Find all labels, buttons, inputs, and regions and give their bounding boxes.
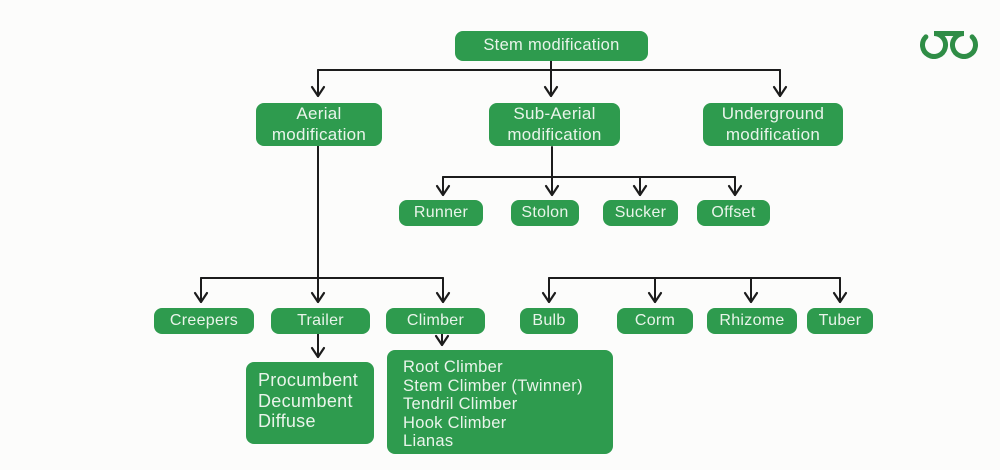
node-rhizome: Rhizome — [707, 308, 797, 334]
geeksforgeeks-logo-icon — [920, 31, 978, 59]
node-sub-aerial-modification: Sub-Aerial modification — [489, 103, 620, 146]
node-creepers: Creepers — [154, 308, 254, 334]
node-climber-types: Root Climber Stem Climber (Twinner) Tend… — [387, 350, 613, 454]
node-trailer-types: Procumbent Decumbent Diffuse — [246, 362, 374, 444]
node-tuber: Tuber — [807, 308, 873, 334]
node-stolon: Stolon — [511, 200, 579, 226]
node-runner: Runner — [399, 200, 483, 226]
node-corm: Corm — [617, 308, 693, 334]
node-offset: Offset — [697, 200, 770, 226]
node-bulb: Bulb — [520, 308, 578, 334]
node-sucker: Sucker — [603, 200, 678, 226]
node-stem-modification: Stem modification — [455, 31, 648, 61]
node-underground-modification: Underground modification — [703, 103, 843, 146]
node-trailer: Trailer — [271, 308, 370, 334]
node-climber: Climber — [386, 308, 485, 334]
node-aerial-modification: Aerial modification — [256, 103, 382, 146]
